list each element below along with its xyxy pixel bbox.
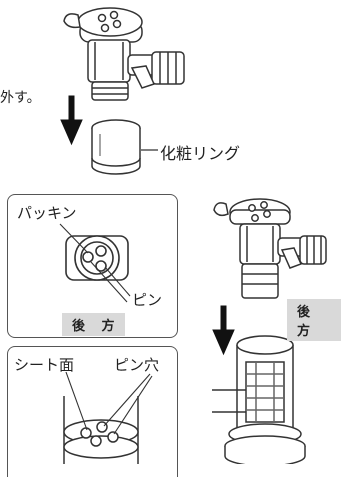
cosmetic-ring: [91, 119, 141, 175]
instruction-fragment: 外す。: [0, 90, 41, 106]
down-arrow-right: [212, 305, 235, 356]
cosmetic-ring-label: 化粧リング: [160, 144, 241, 163]
branch-valve-right: [213, 198, 327, 299]
pin-hole-label: ピン穴: [114, 356, 160, 374]
rear-orientation-badge-left: 後 方: [62, 313, 125, 336]
down-arrow-left: [60, 95, 83, 146]
seat-surface-label: シート面: [14, 356, 75, 374]
packing-label: パッキン: [17, 204, 77, 222]
branch-valve-top: [63, 7, 185, 101]
faucet-cartridge-right: [212, 335, 306, 464]
pin-label: ピン: [132, 291, 163, 309]
rear-orientation-badge-right: 後 方: [287, 299, 341, 341]
